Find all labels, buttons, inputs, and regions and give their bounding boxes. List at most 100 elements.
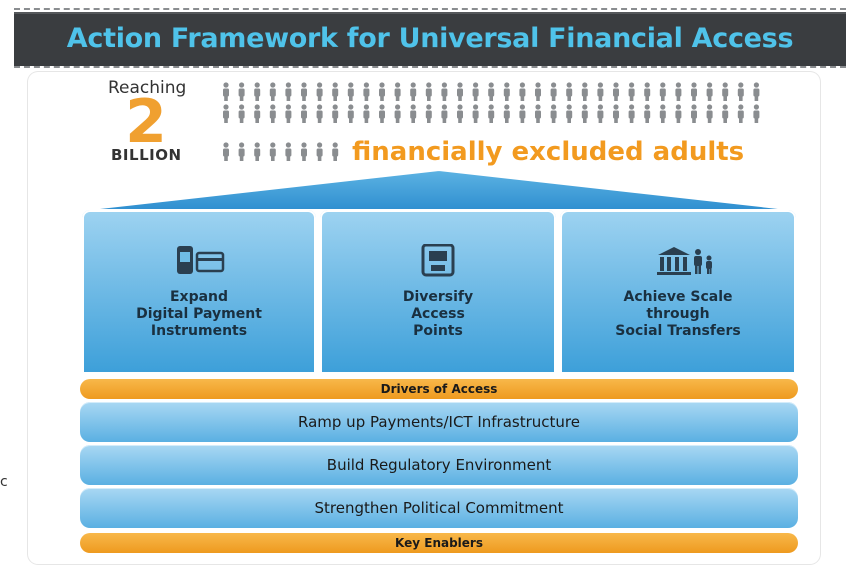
person-icon: [675, 82, 682, 101]
person-icon: [223, 142, 229, 161]
pillar-digital-payments: Expand Digital Payment Instruments: [82, 210, 316, 374]
person-icon: [550, 82, 557, 101]
person-icon: [285, 104, 292, 123]
person-icon: [332, 82, 339, 101]
key-enablers-bar: Key Enablers: [80, 533, 798, 553]
foundation-regulatory-environment: Build Regulatory Environment: [80, 445, 798, 485]
person-icon: [316, 142, 323, 161]
person-icon: [223, 104, 229, 123]
foundation-ict-infrastructure: Ramp up Payments/ICT Infrastructure: [80, 402, 798, 442]
person-icon: [472, 104, 479, 123]
roof-triangle: [81, 168, 797, 211]
person-icon: [410, 82, 417, 101]
person-icon: [753, 104, 760, 123]
person-icon: [332, 142, 339, 161]
person-icon: [566, 82, 573, 101]
person-icon: [363, 82, 370, 101]
person-icon: [441, 104, 448, 123]
person-icon: [238, 82, 245, 101]
person-icon: [581, 82, 588, 101]
person-icon: [613, 104, 619, 123]
people-icon-grid: [223, 82, 760, 161]
title-bar: [14, 12, 846, 66]
bank-family-icon: [657, 247, 712, 275]
person-icon: [332, 104, 339, 123]
person-icon: [254, 142, 261, 161]
person-icon: [269, 142, 276, 161]
person-icon: [644, 104, 651, 123]
person-icon: [425, 82, 432, 101]
person-icon: [659, 82, 666, 101]
person-icon: [238, 104, 245, 123]
big-number: 2: [125, 87, 167, 157]
person-icon: [238, 142, 245, 161]
foundation-political-commitment: Strengthen Political Commitment: [80, 488, 798, 528]
person-icon: [269, 82, 276, 101]
person-icon: [301, 104, 307, 123]
person-icon: [737, 82, 744, 101]
person-icon: [628, 82, 635, 101]
person-icon: [347, 104, 354, 123]
person-icon: [581, 104, 588, 123]
person-icon: [503, 82, 510, 101]
person-icon: [644, 82, 651, 101]
person-icon: [441, 82, 448, 101]
person-icon: [488, 104, 495, 123]
person-icon: [363, 104, 370, 123]
person-icon: [457, 82, 463, 101]
person-icon: [472, 82, 479, 101]
person-icon: [535, 82, 541, 101]
person-icon: [535, 104, 541, 123]
person-icon: [691, 82, 697, 101]
page-title: Action Framework for Universal Financial…: [66, 23, 794, 54]
person-icon: [394, 104, 401, 123]
person-icon: [316, 82, 323, 101]
pillar-social-transfers: Achieve Scale through Social Transfers: [560, 210, 796, 374]
person-icon: [519, 82, 526, 101]
person-icon: [254, 104, 261, 123]
person-icon: [597, 82, 604, 101]
person-icon: [425, 104, 432, 123]
pillar-label-access: Diversify Access Points: [402, 289, 474, 339]
person-icon: [254, 82, 261, 101]
title-bottom-border: [14, 66, 846, 68]
person-icon: [737, 104, 744, 123]
pillar-label-social: Achieve Scale through Social Transfers: [615, 289, 741, 339]
person-icon: [675, 104, 682, 123]
person-icon: [659, 104, 666, 123]
person-icon: [394, 82, 401, 101]
reaching-label: Reaching: [108, 78, 187, 98]
person-icon: [410, 104, 417, 123]
person-icon: [613, 82, 619, 101]
person-icon: [566, 104, 573, 123]
person-icon: [347, 82, 354, 101]
person-icon: [457, 104, 463, 123]
pillar-label-digital: Expand Digital Payment Instruments: [136, 289, 262, 339]
atm-icon: [421, 244, 455, 277]
person-icon: [519, 104, 526, 123]
person-icon: [223, 82, 229, 101]
person-icon: [379, 82, 385, 101]
person-icon: [722, 104, 729, 123]
person-icon: [379, 104, 385, 123]
person-icon: [301, 82, 307, 101]
person-icon: [301, 142, 307, 161]
person-icon: [706, 82, 713, 101]
person-icon: [503, 104, 510, 123]
person-icon: [550, 104, 557, 123]
pillar-access-points: Diversify Access Points: [320, 210, 556, 374]
drivers-of-access-bar: Drivers of Access: [80, 379, 798, 399]
billion-label: BILLION: [111, 146, 182, 164]
person-icon: [722, 82, 729, 101]
person-icon: [628, 104, 635, 123]
person-icon: [691, 104, 697, 123]
person-icon: [753, 82, 760, 101]
phone-card-icon: [177, 246, 225, 274]
person-icon: [488, 82, 495, 101]
person-icon: [285, 142, 292, 161]
person-icon: [316, 104, 323, 123]
tagline: financially excluded adults: [352, 137, 745, 167]
person-icon: [706, 104, 713, 123]
person-icon: [597, 104, 604, 123]
title-top-border: [14, 8, 846, 10]
